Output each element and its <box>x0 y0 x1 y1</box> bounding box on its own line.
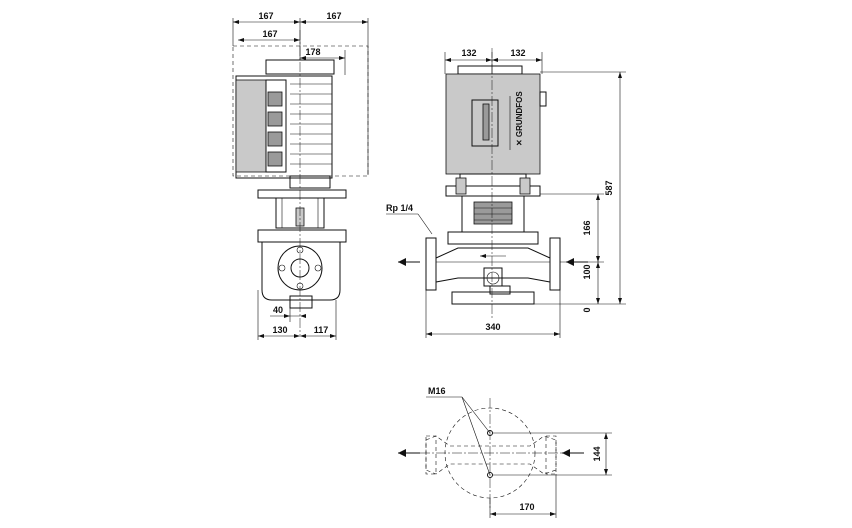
side-dim-mid: 167 <box>262 29 277 39</box>
brand-logo: ✕ GRUNDFOS <box>515 91 524 146</box>
side-dim-inlet: 40 <box>273 305 283 315</box>
bottom-bolt-label: M16 <box>428 386 446 396</box>
front-dim-166: 166 <box>582 220 592 235</box>
side-dim-motor: 178 <box>305 47 320 57</box>
front-dim-0: 0 <box>582 307 592 312</box>
front-dim-100: 100 <box>582 264 592 279</box>
front-port-label: Rp 1/4 <box>386 203 413 213</box>
side-dim-base-left: 130 <box>272 325 287 335</box>
side-dim-top-left: 167 <box>258 11 273 21</box>
bottom-view: M16 144 170 <box>398 386 612 518</box>
bottom-dim-170: 170 <box>519 502 534 512</box>
side-view: 167 167 167 178 <box>232 11 369 340</box>
side-dim-base-right: 117 <box>314 325 329 335</box>
front-dim-width: 340 <box>485 322 500 332</box>
front-dim-top-right: 132 <box>510 48 525 58</box>
front-view: 132 132 ✕ GRUNDFOS <box>386 48 626 338</box>
bottom-dim-144: 144 <box>592 446 602 461</box>
front-dim-total-height: 587 <box>604 180 614 195</box>
front-dim-top-left: 132 <box>461 48 476 58</box>
side-dim-top-right: 167 <box>326 11 341 21</box>
